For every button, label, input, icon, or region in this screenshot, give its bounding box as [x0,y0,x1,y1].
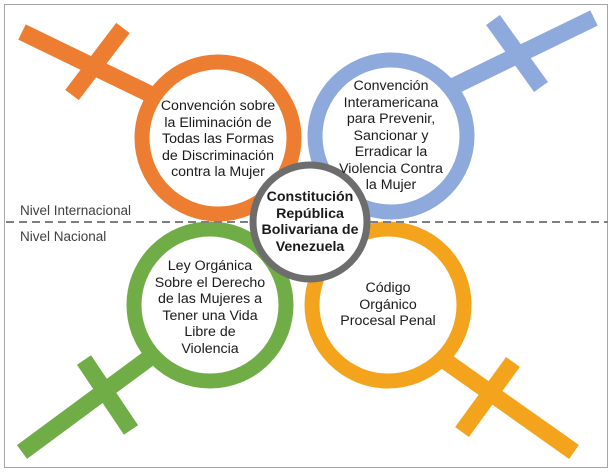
venus-symbol-orange-icon [18,22,302,222]
tier-label-national: Nivel Nacional [20,229,107,244]
center-circle [249,161,371,283]
node-label-top-right: Convención Interamericana para Prevenir,… [339,78,443,193]
venus-symbol-green-icon [16,221,294,459]
node-label-bottom-right: Código Orgánico Procesal Penal [340,280,436,329]
tier-label-international: Nivel Internacional [20,203,132,218]
node-label-top-left: Convención sobre la Eliminación de Todas… [160,98,276,180]
node-label-center: Constitución República Bolivariana de Ve… [261,189,359,255]
venus-symbol-blue-icon [307,10,598,220]
diagram-frame [4,4,608,468]
node-label-bottom-left: Ley Orgánica Sobre el Derecho de las Muj… [154,258,266,357]
